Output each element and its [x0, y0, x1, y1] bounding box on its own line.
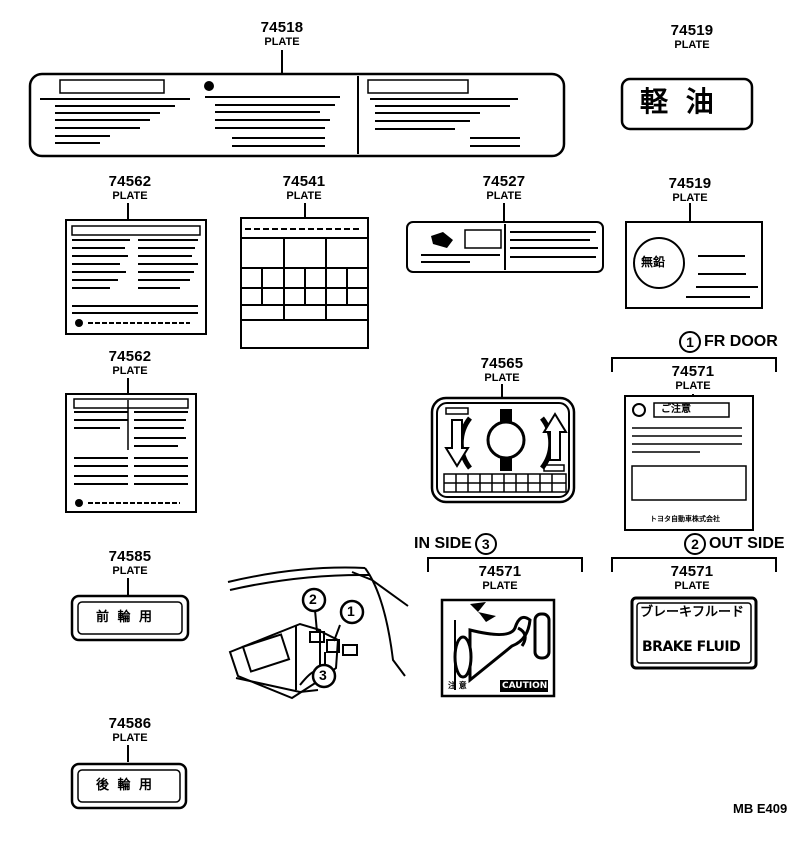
part-type: PLATE	[482, 580, 518, 592]
part-label-74571-in: 74571 PLATE	[468, 564, 532, 592]
part-type: PLATE	[674, 580, 710, 592]
part-number: 74519	[670, 22, 714, 39]
part-number: 74527	[482, 173, 526, 190]
plate-74519-kerosene	[620, 77, 754, 131]
part-number: 74562	[108, 173, 152, 190]
plate-74519-unleaded	[625, 221, 763, 309]
part-type: PLATE	[112, 732, 148, 744]
unleaded-plate-text: 無鉛	[641, 255, 666, 269]
brake-fluid-en-text: BRAKE FLUID	[642, 639, 741, 655]
part-type: PLATE	[672, 192, 708, 204]
plate-74541	[240, 217, 369, 349]
position-marker: 3	[474, 533, 497, 555]
part-type: PLATE	[112, 365, 148, 377]
part-label-74562-upper: 74562 PLATE	[98, 174, 162, 202]
part-label-74571-out: 74571 PLATE	[660, 564, 724, 592]
plate-74562-lower	[65, 393, 197, 513]
plate-74571-out-side	[630, 596, 758, 670]
part-type: PLATE	[112, 565, 148, 577]
position-marker: 1	[679, 331, 701, 353]
illustration-marker-1: 1	[347, 603, 355, 619]
part-label-74527: 74527 PLATE	[472, 174, 536, 202]
caution-plate-text: CAUTION	[502, 681, 548, 691]
callout-text: FR DOOR	[704, 333, 778, 351]
part-label-74585: 74585 PLATE	[98, 549, 162, 577]
part-label-74541: 74541 PLATE	[272, 174, 336, 202]
part-number: 74565	[480, 355, 524, 372]
part-label-74518: 74518 PLATE	[250, 20, 314, 48]
part-number: 74586	[108, 715, 152, 732]
kerosene-plate-text: 軽 油	[640, 85, 718, 118]
plate-74527	[406, 221, 604, 273]
part-type: PLATE	[286, 190, 322, 202]
callout-text: IN SIDE	[414, 535, 472, 553]
plate-74586	[70, 762, 188, 810]
caution-jp-text: 注 意	[448, 681, 467, 690]
brake-fluid-jp-text: ブレーキフルード	[640, 605, 745, 620]
part-number: 74585	[108, 548, 152, 565]
part-label-74565: 74565 PLATE	[470, 356, 534, 384]
part-number: 74571	[670, 563, 714, 580]
part-number: 74519	[668, 175, 712, 192]
plate-74518	[28, 72, 566, 158]
illustration-markers	[301, 587, 365, 689]
plate-74585	[70, 594, 190, 642]
part-label-74571-fr: 74571 PLATE	[661, 364, 725, 392]
part-type: PLATE	[264, 36, 300, 48]
callout-text: OUT SIDE	[709, 535, 785, 553]
part-number: 74571	[671, 363, 715, 380]
engine-bay-illustration	[227, 566, 409, 700]
diagram-code: MB E409	[733, 801, 788, 816]
notice-plate-heading: ご注意	[661, 404, 691, 415]
part-number: 74562	[108, 348, 152, 365]
part-type: PLATE	[674, 39, 710, 51]
part-label-74562-lower: 74562 PLATE	[98, 349, 162, 377]
rear-wheel-plate-text: 後 輪 用	[96, 778, 155, 793]
plate-74562-upper	[65, 219, 207, 335]
part-type: PLATE	[486, 190, 522, 202]
part-number: 74571	[478, 563, 522, 580]
part-number: 74541	[282, 173, 326, 190]
plate-74571-fr-door	[624, 395, 754, 531]
plate-74565	[430, 396, 576, 504]
part-type: PLATE	[484, 372, 520, 384]
part-type: PLATE	[112, 190, 148, 202]
part-label-74586: 74586 PLATE	[98, 716, 162, 744]
illustration-marker-2: 2	[309, 591, 317, 607]
manufacturer-text: トヨタ自動車株式会社	[650, 515, 720, 523]
plate-74571-in-side	[440, 598, 556, 698]
part-number: 74518	[260, 19, 304, 36]
part-label-74519-mid: 74519 PLATE	[658, 176, 722, 204]
illustration-marker-3: 3	[319, 667, 327, 683]
part-type: PLATE	[675, 380, 711, 392]
part-label-74519-top: 74519 PLATE	[660, 23, 724, 51]
front-wheel-plate-text: 前 輪 用	[96, 610, 155, 625]
position-marker: 2	[684, 533, 706, 555]
